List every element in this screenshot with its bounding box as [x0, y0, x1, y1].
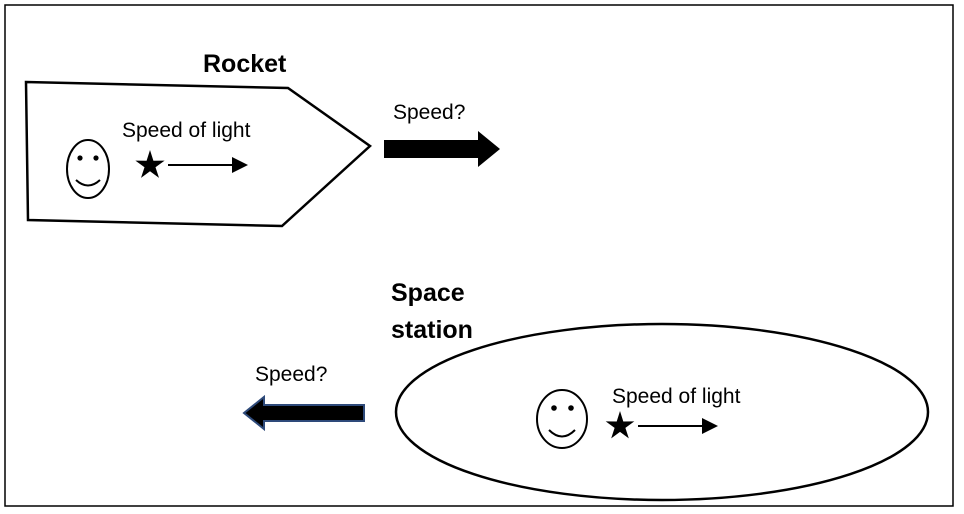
rocket-smiley-face-icon	[66, 139, 110, 199]
rocket-light-label: Speed of light	[122, 119, 251, 142]
rocket-light-arrow-icon	[168, 157, 248, 173]
station-star-icon	[605, 411, 635, 439]
station-title-line2: station	[391, 316, 473, 344]
station-motion-arrow-icon	[242, 394, 365, 432]
rocket-star-icon	[135, 150, 165, 178]
station-light-arrow-icon	[638, 418, 718, 434]
station-body	[394, 322, 930, 502]
rocket-title: Rocket	[203, 50, 287, 78]
station-light-label: Speed of light	[612, 385, 741, 408]
rocket-body	[24, 80, 372, 228]
rocket-motion-arrow-icon	[384, 131, 500, 167]
station-title-line1: Space	[391, 279, 465, 307]
frame-border	[4, 4, 954, 507]
station-smiley-face-icon	[536, 389, 588, 449]
station-speed-label: Speed?	[255, 363, 328, 386]
rocket-speed-label: Speed?	[393, 101, 466, 124]
